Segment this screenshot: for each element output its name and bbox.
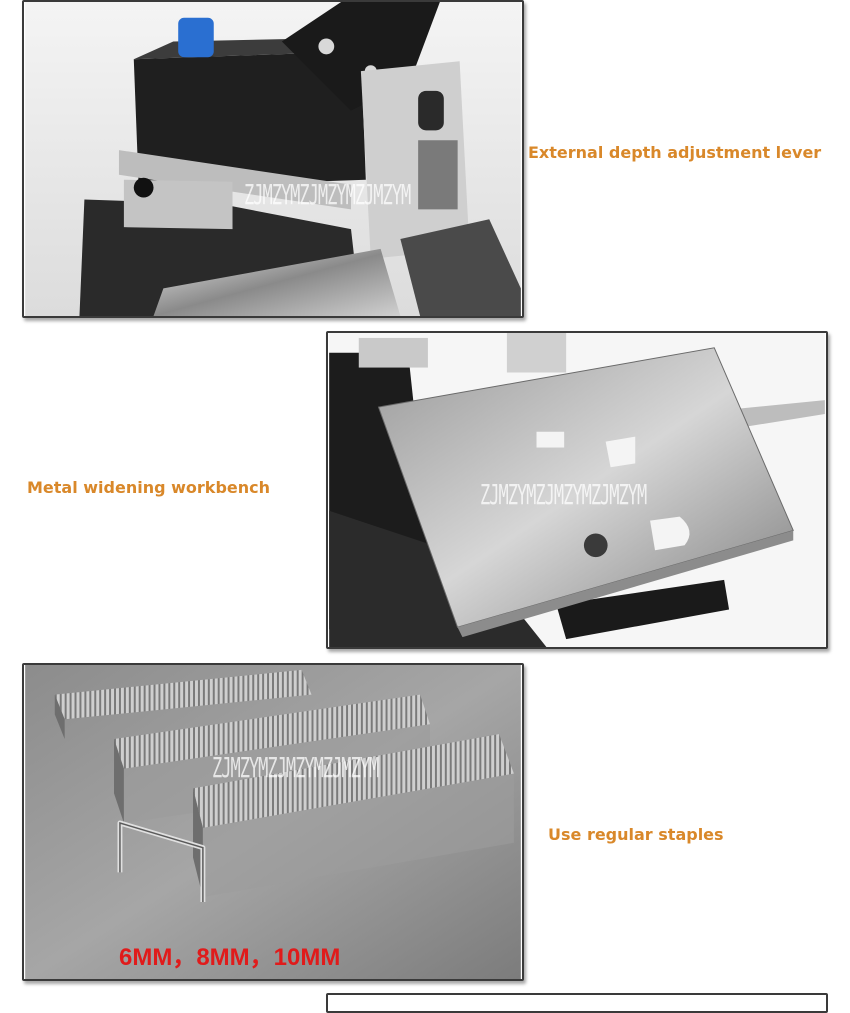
caption-depth-lever: External depth adjustment lever: [528, 143, 822, 162]
product-photo-workbench: ZJMZYMZJMZYMZJMZYM: [326, 331, 828, 649]
staples-illustration: [25, 665, 521, 979]
stapler-lever-illustration: [25, 2, 521, 316]
staple-sizes-label: 6MM，8MM，10MM: [119, 944, 341, 971]
product-photo-depth-lever: ZJMZYMZJMZYMZJMZYM: [22, 0, 524, 318]
next-product-photo-partial: [326, 993, 828, 1013]
product-photo-staples: ZJMZYMZJMZYMZJMZYM 6MM，8MM，10MM: [22, 663, 524, 981]
metal-workbench-illustration: [329, 333, 825, 647]
caption-metal-workbench: Metal widening workbench: [27, 478, 271, 497]
blue-knob-icon: [178, 17, 214, 58]
caption-regular-staples: Use regular staples: [548, 825, 724, 844]
